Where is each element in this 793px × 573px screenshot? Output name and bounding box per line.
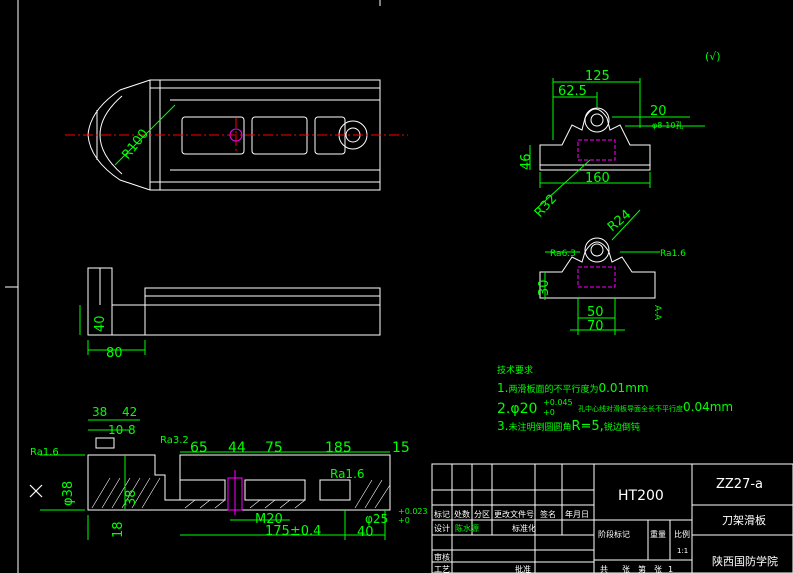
corner-mark: (√) <box>705 50 721 63</box>
long-hole-tol-upper: +0.023 <box>398 507 428 516</box>
section-dim-50: 50 <box>587 305 604 320</box>
top-view-radius-dim <box>114 104 176 166</box>
tech-item-2-tol-upper: +0.045 <box>543 398 573 407</box>
long-dim-18: 18 <box>111 521 126 538</box>
top-view-centerline <box>65 118 408 152</box>
long-span-15: 15 <box>392 440 410 456</box>
tb-sheet-1: 张 <box>622 565 630 573</box>
long-ra-left: Ra1.6 <box>30 447 59 458</box>
section-ra-left: Ra6.3 <box>550 249 576 259</box>
tech-item-2-text: 孔中心线对滑板导面全长不平行度0.04mm <box>578 400 733 414</box>
side-view <box>87 267 381 336</box>
crosshair-cursor-icon <box>29 484 43 498</box>
long-dia-38a: φ38 <box>61 481 76 506</box>
tb-drawing-no: ZZ27-a <box>716 477 763 492</box>
tb-scale-label: 比例 <box>674 529 690 539</box>
long-view <box>87 437 391 511</box>
tb-standard-label: 标准化 <box>512 523 536 533</box>
tech-requirements: 技术要求 1.两滑板面的不平行度为0.01mm 2.φ20 +0.045 +0 … <box>497 364 733 434</box>
long-ra-right: Ra1.6 <box>330 467 365 481</box>
section-dim-70: 70 <box>587 319 604 334</box>
long-view-hatch <box>91 477 391 509</box>
side-view-height-label: 40 <box>93 315 108 332</box>
tb-header-3: 更改文件号 <box>494 509 534 519</box>
tb-approve-label: 批准 <box>515 564 531 573</box>
side-view-dims <box>79 305 146 355</box>
long-ra-mid: Ra3.2 <box>160 435 189 446</box>
title-block-text: HT200 ZZ27-a 刀架滑板 陕西国防学院 标记 处数 分区 更改文件号 … <box>434 477 778 573</box>
section-view-hidden <box>577 266 616 288</box>
long-span-44: 44 <box>228 440 246 456</box>
tb-sheet-3: 张 <box>654 565 662 573</box>
section-dim-r24: R24 <box>605 207 634 235</box>
tech-item-2: 2.φ20 <box>497 401 537 417</box>
long-hole-tol-lower: +0 <box>398 516 410 525</box>
tb-process-label: 工艺 <box>434 565 450 573</box>
front-dim-160: 160 <box>585 171 610 186</box>
tb-stage-label: 阶段标记 <box>598 529 630 539</box>
long-dim-10: 10 <box>108 423 123 437</box>
front-dim-r32: R32 <box>532 192 560 221</box>
front-view-hidden <box>577 139 616 161</box>
drawing-frame <box>5 0 381 573</box>
long-span-185: 185 <box>325 440 352 456</box>
long-span-65: 65 <box>190 440 208 456</box>
top-view-radius-label: R100 <box>119 127 152 163</box>
tech-item-3: 3.未注明倒圆圆角R=5,锐边倒钝 <box>497 419 640 434</box>
long-span-75: 75 <box>265 440 283 456</box>
tb-header-5: 年月日 <box>565 509 589 519</box>
front-hole-note: φ8-10孔 <box>652 121 683 130</box>
section-dim-30: 30 <box>537 279 552 296</box>
tb-design-name: 陈水源 <box>455 523 479 533</box>
tb-header-1: 处数 <box>454 509 470 519</box>
long-view-hidden <box>227 470 243 515</box>
front-dim-20: 20 <box>650 104 667 119</box>
long-thread: M20 <box>255 512 283 527</box>
long-len: 175±0.4 <box>265 524 321 539</box>
tb-sheet-0: 共 <box>600 565 608 573</box>
tb-sheet-2: 第 <box>638 564 646 573</box>
tb-header-0: 标记 <box>434 509 450 519</box>
tb-material: HT200 <box>618 488 664 504</box>
long-dim-42: 42 <box>122 405 137 419</box>
tb-header-2: 分区 <box>474 510 490 519</box>
tech-item-2-tol-lower: +0 <box>543 408 555 417</box>
tb-review-label: 审核 <box>434 552 450 562</box>
long-hole: φ25 <box>365 512 388 526</box>
tb-weight-label: 重量 <box>650 529 666 539</box>
tb-sheet-4: 1 <box>668 565 673 573</box>
section-view-dims <box>544 209 660 335</box>
tech-title: 技术要求 <box>497 364 533 376</box>
tb-header-4: 签名 <box>540 509 556 519</box>
front-view-dims <box>529 78 705 211</box>
long-dim-8: 8 <box>128 423 136 437</box>
tb-design-label: 设计 <box>434 523 450 533</box>
section-view <box>539 237 656 299</box>
side-view-width-label: 80 <box>106 346 123 361</box>
long-dim-40: 40 <box>357 525 374 540</box>
top-view-hole <box>229 128 243 142</box>
tb-scale-value: 1:1 <box>677 547 688 555</box>
title-block <box>431 463 793 573</box>
front-dim-46: 46 <box>519 153 534 170</box>
long-dim-38: 38 <box>92 405 107 419</box>
section-mark: A-A <box>652 305 662 321</box>
front-dim-125: 125 <box>585 69 610 84</box>
long-dia-38b: 38 <box>124 489 139 506</box>
section-ra-right: Ra1.6 <box>660 249 686 259</box>
tech-item-1: 1.两滑板面的不平行度为0.01mm <box>497 381 649 395</box>
long-view-dims <box>40 419 390 540</box>
front-dim-62-5: 62.5 <box>558 84 587 99</box>
tb-school: 陕西国防学院 <box>712 554 778 568</box>
tb-part-name: 刀架滑板 <box>722 513 766 527</box>
